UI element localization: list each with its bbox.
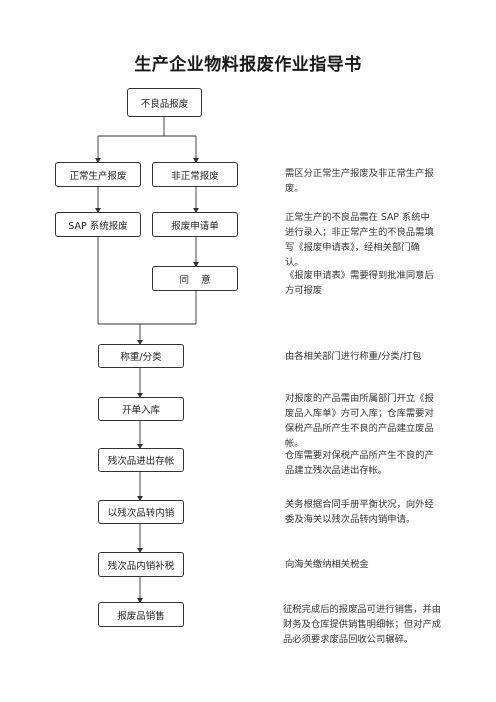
- note-sap-entry: 正常生产的不良品需在 SAP 系统中进行录入；非正常产生的不良品需填写《报废申请…: [285, 212, 434, 268]
- note-tax: 向海关缴纳相关税金: [285, 559, 369, 570]
- note-approval: 《报废申请表》需要得到批准同意后方可报废: [285, 270, 434, 296]
- note-warehouse: 对报废的产品需由所属部门开立《报废品入库单》方可入库；仓库需要对保税产品所产生不…: [285, 393, 434, 449]
- waste-ledger-box: 残次品进出存帐: [98, 448, 184, 472]
- page-title: 生产企业物料报废作业指导书: [134, 55, 362, 75]
- scrap-form-box: 报废申请单: [152, 212, 238, 237]
- note-customs: 关务根据合同手册平衡状况，向外经委及海关以残次品转内销申请。: [285, 499, 434, 525]
- approve-box: 同 意: [152, 266, 238, 291]
- note-ledger: 仓库需要对保税产品所产生不良的产品建立残次品进出存帐。: [285, 450, 434, 476]
- sap-scrap-box: SAP 系统报废: [55, 212, 141, 237]
- note-weigh: 由各相关部门进行称重/分类/打包: [285, 351, 422, 362]
- defective-scrap-box: 不良品报废: [127, 88, 202, 117]
- domestic-sale-box: 以残次品转内销: [98, 500, 184, 524]
- waste-sale-box: 报废品销售: [98, 602, 184, 627]
- note-classify: 需区分正常生产报废及非正常生产报废。: [285, 168, 434, 194]
- tax-payment-box: 残次品内销补税: [98, 552, 184, 577]
- note-sale: 征税完成后的报废品可进行销售，并由财务及仓库提供销售明细帐；但对产成品必须要求废…: [283, 604, 442, 645]
- normal-scrap-box: 正常生产报废: [55, 162, 141, 187]
- weigh-sort-box: 称重/分类: [98, 344, 184, 368]
- warehouse-in-box: 开单入库: [98, 397, 184, 421]
- abnormal-scrap-box: 非正常报废: [152, 162, 238, 187]
